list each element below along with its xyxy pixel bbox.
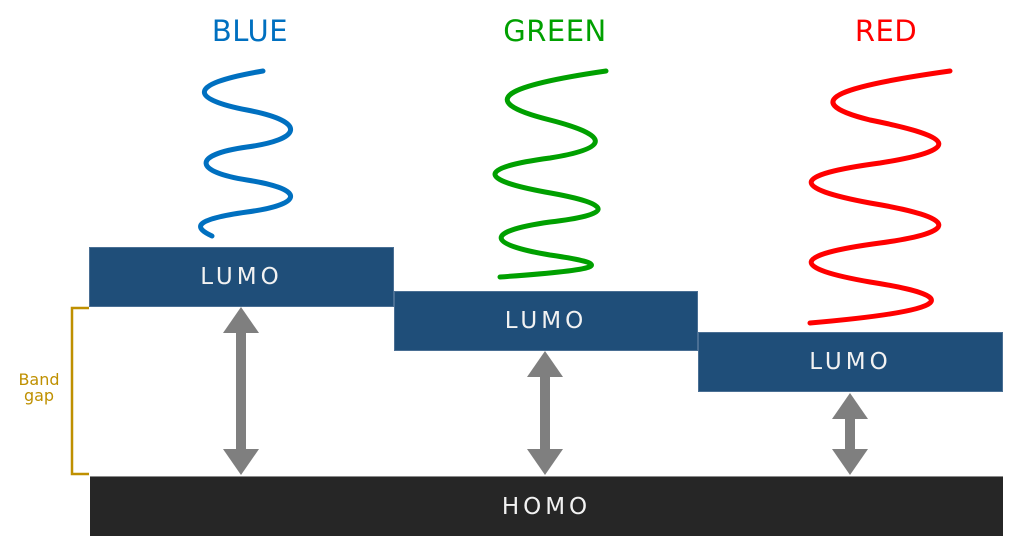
red-wave	[807, 68, 953, 326]
bandgap-label-line1: Band	[18, 370, 60, 389]
green-label: GREEN	[503, 14, 607, 48]
bandgap-arrow-green	[527, 351, 563, 475]
bandgap-arrow-red	[832, 393, 868, 475]
red-label: RED	[854, 14, 918, 48]
blue-label: BLUE	[211, 14, 289, 48]
lumo-bar-red: LUMO	[698, 332, 1003, 392]
bandgap-bracket	[70, 306, 89, 476]
green-wave	[492, 68, 609, 280]
lumo-label-blue: LUMO	[200, 264, 283, 290]
bandgap-arrow-blue	[223, 307, 259, 475]
lumo-label-red: LUMO	[809, 349, 892, 375]
lumo-bar-green: LUMO	[394, 291, 698, 351]
blue-wave	[198, 68, 293, 239]
bandgap-label-line2: gap	[23, 386, 55, 405]
homo-bar: HOMO	[90, 476, 1003, 536]
lumo-bar-blue: LUMO	[89, 247, 394, 307]
homo-label: HOMO	[501, 493, 592, 520]
lumo-label-green: LUMO	[504, 308, 588, 334]
bandgap-label: Band gap	[14, 372, 64, 404]
